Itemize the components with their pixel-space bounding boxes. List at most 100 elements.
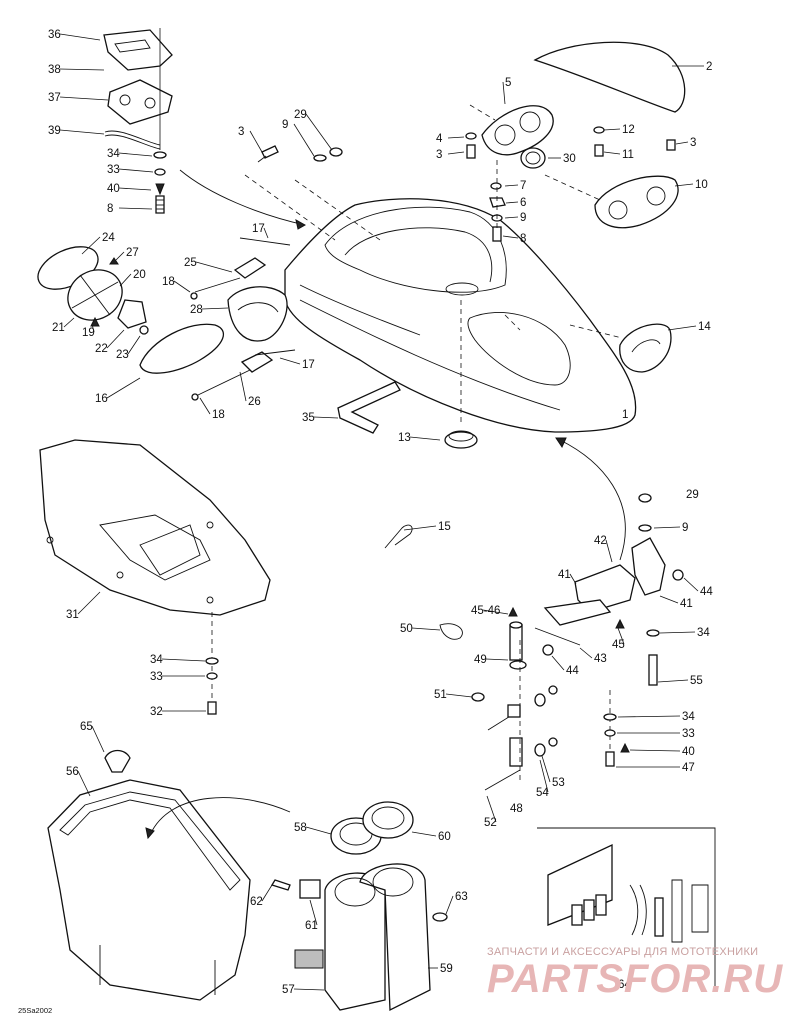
callout-14: 14 [698, 321, 711, 333]
gauge-bezel [481, 105, 554, 156]
callout-leader [293, 988, 325, 991]
callout-60: 60 [438, 831, 451, 843]
lower-cover [39, 439, 271, 616]
callout-24: 24 [102, 232, 115, 244]
callout-leader [411, 831, 437, 837]
callout-55: 55 [690, 675, 703, 687]
callout-50: 50 [400, 623, 413, 635]
callout-leader [106, 377, 141, 399]
callout-65: 65 [80, 721, 93, 733]
callout-44: 44 [566, 665, 579, 677]
callout-leader [482, 609, 509, 615]
callout-41: 41 [680, 598, 693, 610]
mirror-assembly [37, 246, 225, 374]
callout-leader [603, 151, 621, 155]
callout-10: 10 [695, 179, 708, 191]
watermark-brand: PARTSFOR.RU [487, 957, 783, 1001]
callout-leader [77, 591, 101, 615]
callout-leader [539, 759, 549, 793]
tool-kit [537, 827, 716, 990]
callout-34: 34 [697, 627, 710, 639]
callout-28: 28 [190, 304, 203, 316]
callout-leader [173, 280, 191, 293]
callout-23: 23 [116, 349, 129, 361]
callout-leader [502, 81, 506, 105]
callout-leader [569, 573, 577, 585]
callout-29: 29 [294, 109, 307, 121]
callout-leader [675, 141, 689, 145]
callout-21: 21 [52, 322, 65, 334]
callout-leader [617, 627, 625, 645]
callout-leader [118, 168, 154, 173]
callout-9: 9 [282, 119, 288, 131]
callout-leader [403, 525, 437, 531]
callout-32: 32 [150, 706, 163, 718]
ring-part [520, 147, 546, 169]
callout-leader [63, 317, 75, 328]
callout-31: 31 [66, 609, 79, 621]
callout-leader [504, 184, 519, 187]
callout-54: 54 [536, 787, 549, 799]
callout-34: 34 [682, 711, 695, 723]
callout-64: 64 [618, 979, 631, 991]
callout-39: 39 [48, 125, 61, 137]
callout-9: 9 [520, 212, 526, 224]
callout-leader [201, 307, 229, 310]
vent-cover-assembly [103, 28, 173, 214]
callout-leader [261, 884, 273, 902]
callout-33: 33 [682, 728, 695, 740]
callout-26: 26 [248, 396, 261, 408]
callout-33: 33 [107, 164, 120, 176]
callout-7: 7 [520, 180, 526, 192]
callout-leader [504, 216, 519, 219]
callout-57: 57 [282, 984, 295, 996]
callout-52: 52 [484, 817, 497, 829]
callout-leader [118, 207, 153, 210]
mirror-mount [190, 237, 296, 401]
callout-58: 58 [294, 822, 307, 834]
callout-leader [119, 273, 132, 287]
callout-leader [674, 183, 694, 187]
callout-leader [161, 658, 206, 662]
callout-59: 59 [440, 963, 453, 975]
callout-51: 51 [434, 689, 447, 701]
callout-leader [263, 227, 269, 239]
callout-29: 29 [686, 489, 699, 501]
callout-leader [579, 647, 593, 659]
callout-leader [115, 251, 125, 261]
callout-leader [305, 113, 333, 151]
callout-18: 18 [162, 276, 175, 288]
callout-leader [505, 201, 519, 204]
callout-leader [199, 397, 211, 415]
callout-leader [293, 123, 315, 157]
callout-leader [411, 627, 441, 631]
callout-leader [445, 895, 454, 915]
callout-16: 16 [95, 393, 108, 405]
gauge-cover [594, 175, 679, 229]
callout-35: 35 [302, 412, 315, 424]
callout-36: 36 [48, 29, 61, 41]
callout-44: 44 [700, 586, 713, 598]
callout-17: 17 [302, 359, 315, 371]
assembly-guide-lines [145, 104, 626, 840]
callout-leader [659, 631, 696, 634]
callout-22: 22 [95, 343, 108, 355]
callout-leader [445, 693, 473, 698]
callout-5: 5 [505, 77, 511, 89]
grommet-part [444, 430, 478, 449]
callout-3: 3 [238, 126, 244, 138]
callout-leader [59, 68, 105, 71]
callout-33: 33 [150, 671, 163, 683]
callout-17: 17 [252, 223, 265, 235]
callout-47: 47 [682, 762, 695, 774]
callout-18: 18 [212, 409, 225, 421]
callout-leader [81, 236, 101, 255]
callout-1: 1 [622, 409, 628, 421]
callout-45-46: 45-46 [471, 605, 500, 617]
callout-leader [657, 679, 689, 683]
watermark: ЗАПЧАСТИ И АКСЕССУАРЫ ДЛЯ МОТОТЕХНИКИ PA… [487, 946, 783, 1001]
steering-support [439, 493, 684, 791]
callout-43: 43 [594, 653, 607, 665]
container-set [271, 801, 448, 1012]
callout-leader [279, 357, 301, 365]
